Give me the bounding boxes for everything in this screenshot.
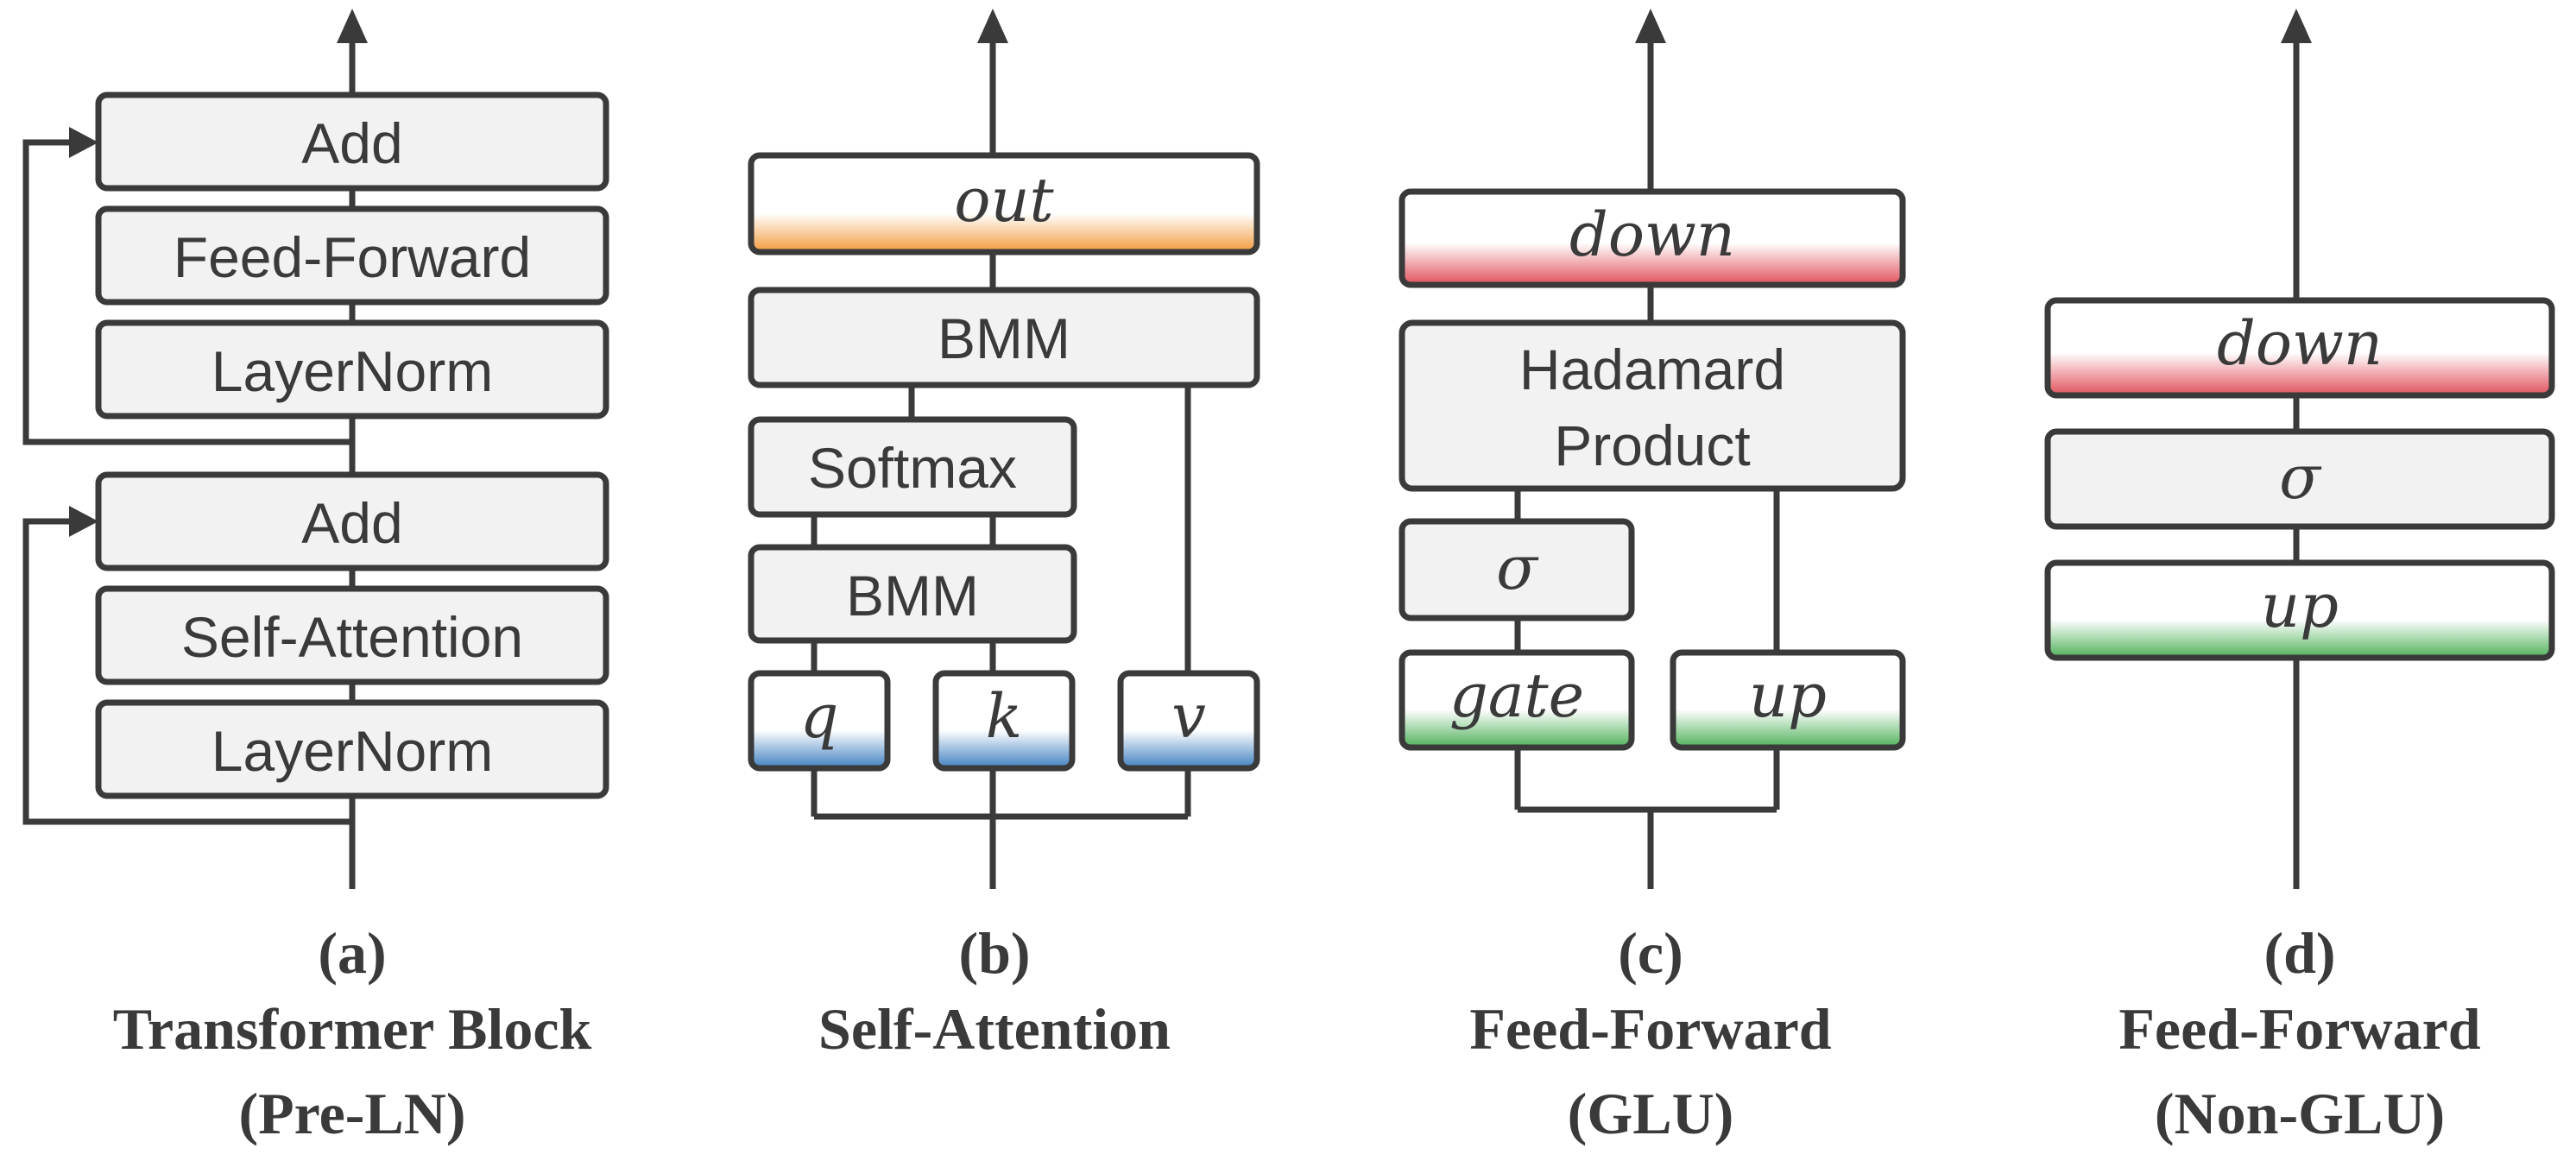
panel-a-add-bottom-label: Add [301, 491, 402, 555]
panel-a-residual-top-arrow-icon [69, 127, 98, 158]
panel-b-out-block: out [748, 152, 1260, 255]
panel-c-hadamard-label-line1: Hadamard [1519, 337, 1785, 401]
panel-b-bmm-bottom-label: BMM [846, 564, 979, 628]
panel-c-down-label: down [1569, 199, 1735, 270]
panel-a-residual-top [22, 139, 352, 445]
panel-c-sigma-label: σ [1496, 533, 1539, 603]
panel-a-residual-bottom-arrow-icon [69, 506, 98, 537]
panel-b-self-attention: out BMM Softmax BMM q k v (b) Self-Atten… [748, 9, 1260, 1062]
panel-a-layernorm-top-label: LayerNorm [212, 339, 493, 403]
panel-b-v-label: v [1171, 681, 1206, 752]
panel-b-caption-line1: Self-Attention [818, 996, 1171, 1062]
panel-d-sigma-block: σ [2044, 428, 2555, 530]
panel-b-q-label: q [800, 681, 839, 752]
panel-c-up-block: up [1670, 649, 1906, 751]
panel-b-bmm-top-label: BMM [938, 306, 1070, 370]
panel-a-feed-forward-label: Feed-Forward [174, 225, 531, 289]
panel-c-gate-label: gate [1449, 660, 1584, 731]
panel-d-caption-letter: (d) [2263, 920, 2335, 986]
panel-d-output-arrow-icon [2281, 9, 2312, 43]
panel-c-feed-forward-glu: down Hadamard Product σ gate up (c) Feed… [1398, 9, 1906, 1146]
panel-b-caption-letter: (b) [958, 920, 1030, 986]
panel-a-output-arrow-icon [337, 9, 368, 43]
panel-a-caption-line1: Transformer Block [113, 996, 592, 1062]
panel-d-up-label: up [2261, 571, 2339, 641]
panel-c-caption-line2: (GLU) [1568, 1081, 1734, 1146]
panel-a-caption-line2: (Pre-LN) [238, 1081, 465, 1146]
panel-c-hadamard-label-line2: Product [1554, 413, 1750, 477]
panel-a-add-bottom-block: Add [95, 471, 609, 571]
panel-b-v-block: v [1117, 670, 1260, 772]
panel-a-caption-letter: (a) [318, 920, 386, 986]
panel-c-caption-line1: Feed-Forward [1469, 996, 1831, 1062]
panel-b-softmax-block: Softmax [748, 416, 1077, 518]
panel-c-output-arrow-icon [1635, 9, 1666, 43]
panel-c-gate-block: gate [1398, 649, 1635, 751]
panel-a-layernorm-top-block: LayerNorm [95, 319, 609, 419]
panel-a-add-top-label: Add [301, 111, 402, 175]
panel-b-bmm-bottom-block: BMM [748, 544, 1077, 644]
panel-d-down-block: down [2044, 297, 2555, 399]
panel-a-self-attention-label: Self-Attention [181, 605, 523, 669]
panel-b-k-label: k [986, 681, 1022, 752]
panel-d-up-block: up [2044, 559, 2555, 661]
panel-d-feed-forward-non-glu: down σ up (d) Feed-Forward (Non-GLU) [2044, 9, 2555, 1146]
panel-a-add-top-block: Add [95, 91, 609, 192]
panel-c-caption-letter: (c) [1618, 920, 1683, 986]
panel-d-sigma-label: σ [2279, 442, 2322, 513]
panel-c-sigma-block: σ [1398, 518, 1635, 621]
panel-a-feed-forward-block: Feed-Forward [95, 205, 609, 306]
panel-a-layernorm-bottom-label: LayerNorm [212, 719, 493, 783]
panel-a-self-attention-block: Self-Attention [95, 585, 609, 685]
panel-b-q-block: q [748, 670, 891, 772]
panel-a-transformer-block: Add Feed-Forward LayerNorm Add Self-Atte… [22, 9, 609, 1146]
panel-a-residual-bottom [22, 518, 352, 825]
panel-b-out-label: out [954, 165, 1054, 236]
panel-b-bmm-top-block: BMM [748, 287, 1260, 388]
panel-b-softmax-label: Softmax [808, 436, 1017, 500]
panel-c-down-block: down [1398, 188, 1906, 288]
panel-b-k-block: k [932, 670, 1076, 772]
panel-b-output-arrow-icon [977, 9, 1008, 43]
panel-c-hadamard-block: Hadamard Product [1398, 319, 1906, 492]
panel-c-up-label: up [1749, 660, 1827, 731]
panel-d-caption-line1: Feed-Forward [2118, 996, 2480, 1062]
panel-d-caption-line2: (Non-GLU) [2155, 1081, 2445, 1146]
panel-d-down-label: down [2217, 308, 2383, 379]
panel-a-layernorm-bottom-block: LayerNorm [95, 699, 609, 799]
